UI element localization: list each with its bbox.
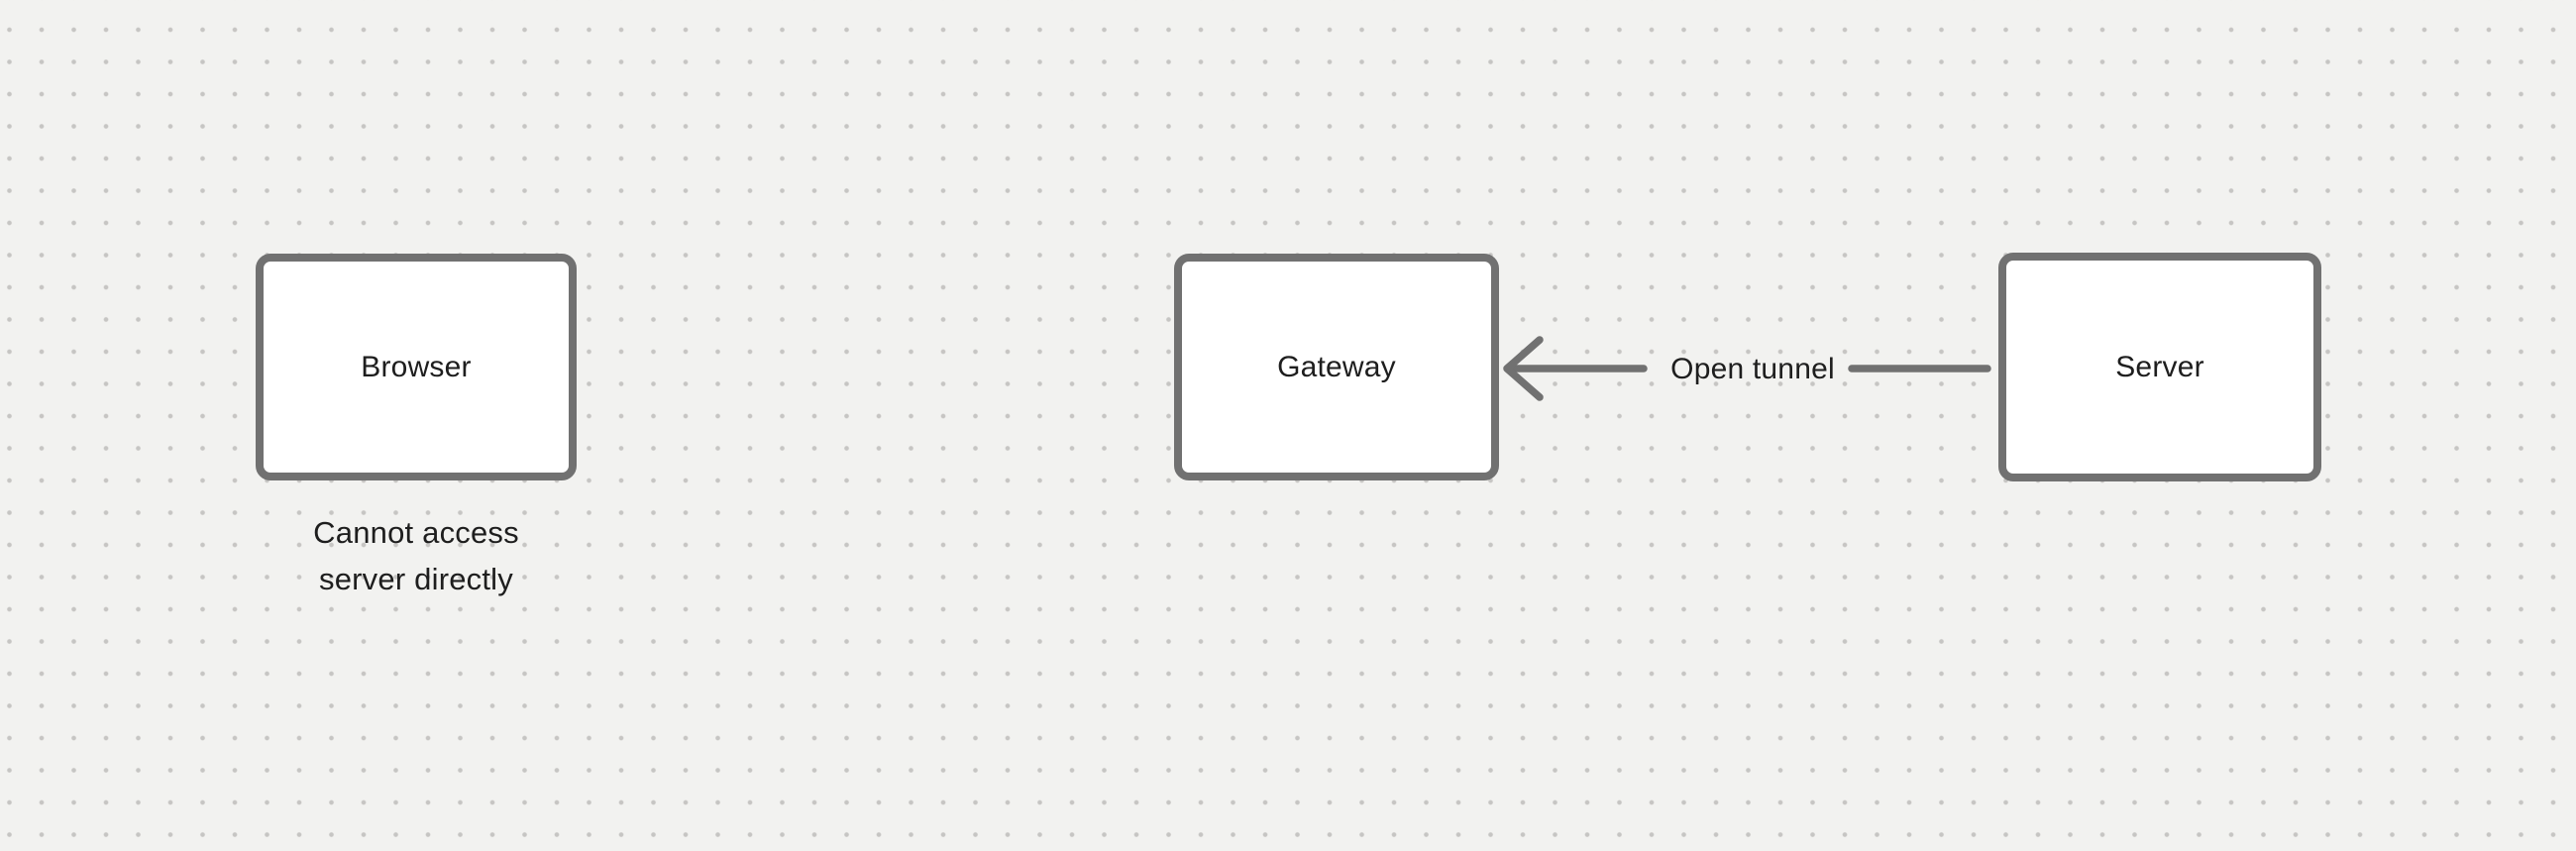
edge-label-open-tunnel[interactable]: Open tunnel <box>1670 353 1835 385</box>
browser-note-line2: server directly <box>319 562 513 596</box>
node-browser[interactable]: Browser <box>256 254 577 480</box>
node-server[interactable]: Server <box>1998 253 2321 481</box>
node-gateway[interactable]: Gateway <box>1174 254 1499 480</box>
node-server-label: Server <box>2115 350 2204 383</box>
node-gateway-label: Gateway <box>1277 350 1396 383</box>
browser-note-line1: Cannot access <box>313 515 519 550</box>
node-browser-label: Browser <box>361 350 472 383</box>
arrow-head-icon <box>1503 336 1544 401</box>
browser-note[interactable]: Cannot access server directly <box>313 509 519 602</box>
